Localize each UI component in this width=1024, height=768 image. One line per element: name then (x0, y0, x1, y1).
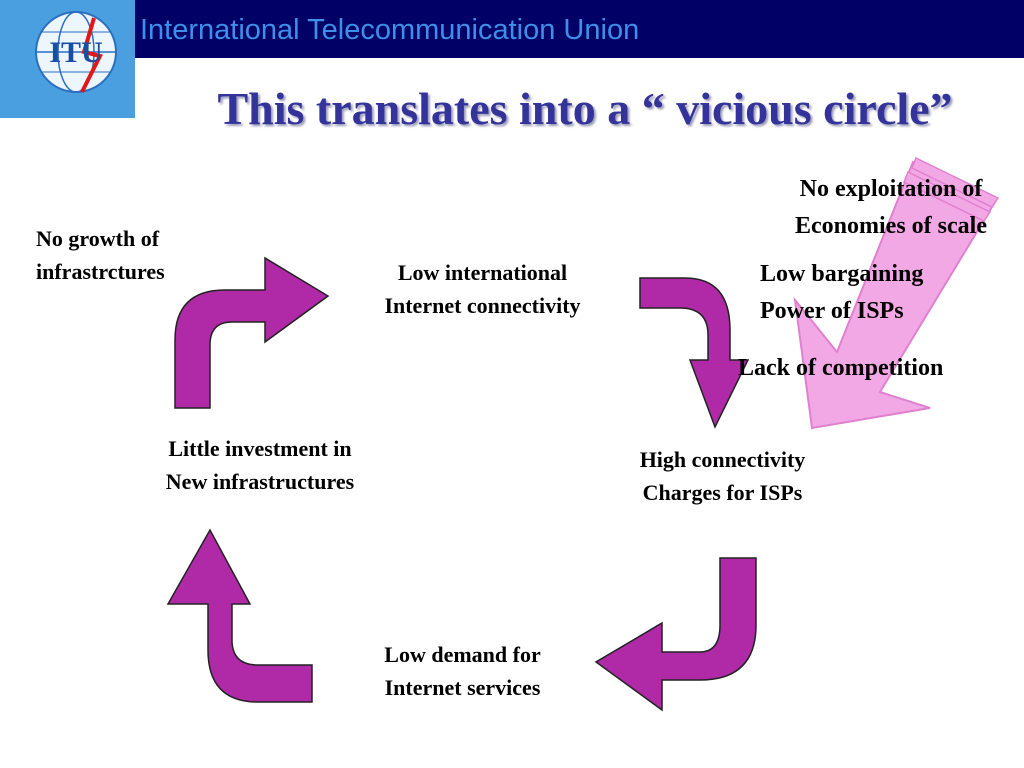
slide-title: This translates into a “ vicious circle” (217, 83, 953, 134)
node-high-charges: High connectivity Charges for ISPs (639, 447, 806, 505)
curved-arrow-icon (639, 277, 750, 429)
logo: ITU (0, 0, 135, 118)
node-little-investment: Little investment in New infrastructures (165, 436, 355, 494)
curved-arrow-icon (594, 557, 757, 712)
factor-bargaining-power: Low bargaining Power of ISPs (760, 261, 924, 324)
factors-arrow-icon (793, 156, 1000, 430)
factor-economies-of-scale: No exploitation of Economies of scale (795, 176, 987, 239)
node-low-demand: Low demand for Internet services (384, 642, 541, 700)
header-bar (0, 0, 1024, 58)
itu-globe-logo-icon: ITU (35, 11, 117, 93)
curved-arrow-icon (166, 528, 313, 703)
node-low-connectivity: Low international Internet connectivity (384, 260, 581, 318)
factor-lack-of-competition: Lack of competition (738, 355, 944, 381)
side-note-no-growth: No growth of infrastrctures (36, 226, 165, 284)
logo-text: ITU (49, 36, 102, 69)
org-name: International Telecommunication Union (140, 14, 640, 46)
curved-arrow-icon (174, 256, 330, 409)
